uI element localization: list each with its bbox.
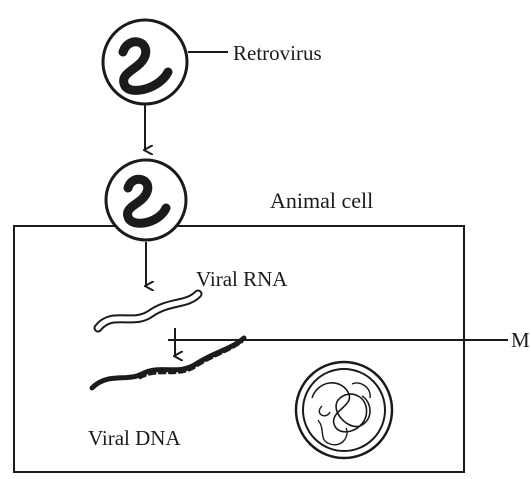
viral-rna-label: Viral RNA [196, 267, 288, 291]
animal-cell-membrane [14, 226, 464, 472]
viral-rna-strand [98, 294, 198, 328]
nucleus-inner-membrane [303, 369, 385, 451]
nucleus [296, 362, 392, 458]
viral-dna-strand [92, 338, 244, 388]
attached-retrovirus [106, 160, 186, 240]
retrovirus-label: Retrovirus [233, 41, 322, 65]
animal-cell-label: Animal cell [270, 188, 373, 213]
nucleus-outer-membrane [296, 362, 392, 458]
chromatin-detail-icon [318, 383, 370, 445]
viral-dna-label: Viral DNA [88, 426, 181, 450]
retrovirus-particle [103, 20, 187, 104]
m-label: M [511, 328, 530, 352]
